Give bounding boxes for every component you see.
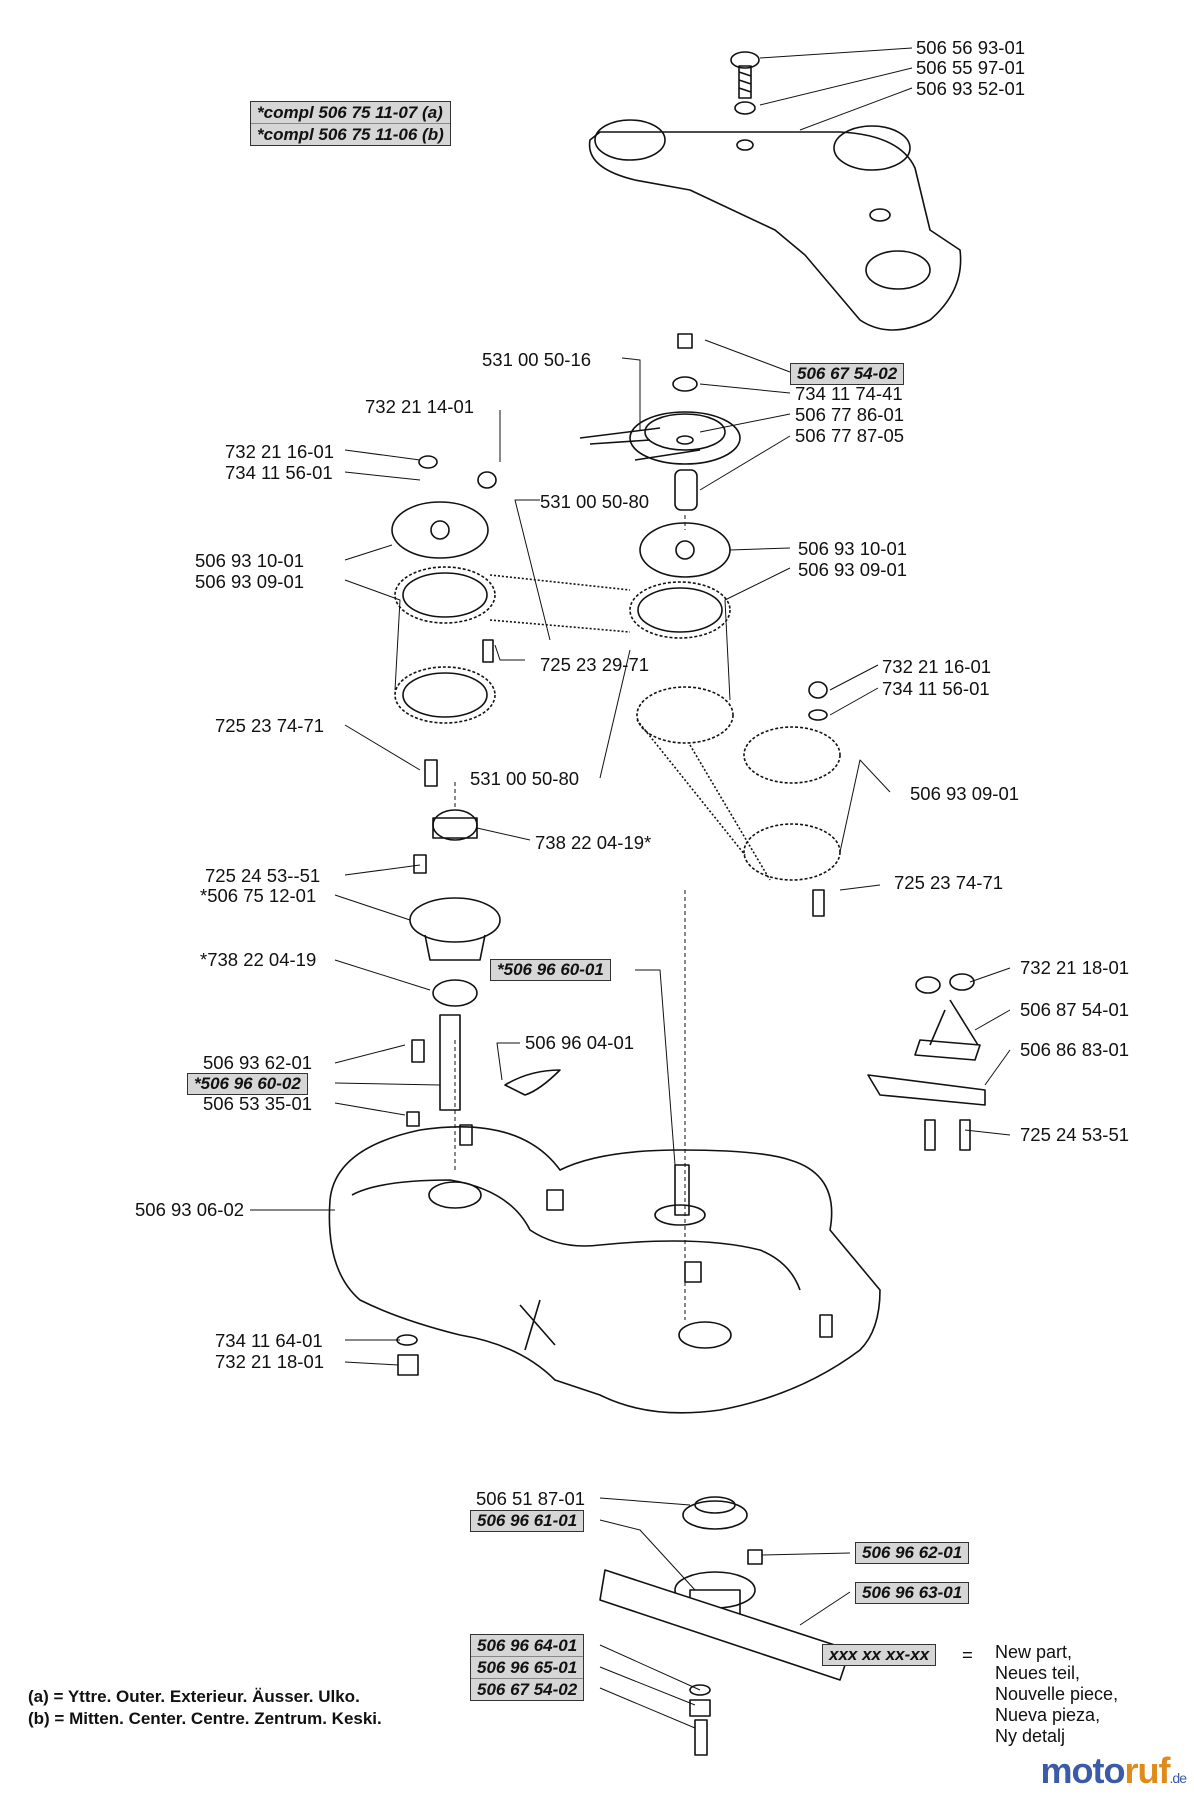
part-label-531005080-upper: 531 00 50-80 [540, 491, 650, 512]
part-label-506778601: 506 77 86-01 [795, 404, 905, 425]
part-label-506569301: 506 56 93-01 [916, 37, 1026, 58]
part-label-506935201: 506 93 52-01 [916, 78, 1026, 99]
legend-line-fr: Nouvelle piece, [995, 1684, 1119, 1704]
new-part-label-506966002: *506 96 60-02 [187, 1073, 308, 1095]
new-part-label-506675402: 506 67 54-02 [790, 363, 905, 385]
legend-line-es: Nueva pieza, [995, 1705, 1101, 1725]
part-label-506518701: 506 51 87-01 [476, 1488, 586, 1509]
logo-part1: moto [1040, 1750, 1126, 1791]
legend-equals: = [962, 1644, 973, 1665]
part-label-531005080-lower: 531 00 50-80 [470, 768, 580, 789]
part-label-506931001-left: 506 93 10-01 [195, 550, 305, 571]
cutter-housing [328, 1124, 881, 1414]
part-label-734115601-left: 734 11 56-01 [225, 462, 333, 483]
right-sprocket-triangle [636, 681, 841, 917]
part-label-738220419: *738 22 04-19 [200, 949, 317, 970]
legend-new-part-text: New part, Neues teil, Nouvelle piece, Nu… [995, 1642, 1118, 1747]
part-label-506930901-triangle: 506 93 09-01 [910, 783, 1020, 804]
part-label-725232971: 725 23 29-71 [540, 654, 650, 675]
compl-label-b: *compl 506 75 11-06 (b) [257, 125, 444, 144]
note-a-outer: (a) = Yttre. Outer. Exterieur. Äusser. U… [28, 1687, 360, 1706]
part-label-506533501: 506 53 35-01 [203, 1093, 313, 1114]
spindle-assembly [406, 809, 561, 1127]
logo-suffix: .de [1169, 1770, 1187, 1786]
new-part-stack-bottom: 506 96 64-01 506 96 65-01 506 67 54-02 [470, 1634, 585, 1701]
part-label-531005016: 531 00 50-16 [482, 349, 592, 370]
idler-pulley-group [579, 333, 741, 511]
new-part-label-506675402-bottom: 506 67 54-02 [477, 1680, 578, 1699]
part-label-506930901-left: 506 93 09-01 [195, 571, 305, 592]
legend-new-part-swatch: xxx xx xx-xx [822, 1644, 937, 1666]
new-part-label-506966501: 506 96 65-01 [471, 1657, 584, 1679]
part-label-732211601-left: 732 21 16-01 [225, 441, 335, 462]
support-bracket [588, 119, 962, 331]
part-label-725237471-left: 725 23 74-71 [215, 715, 325, 736]
legend-line-de: Neues teil, [995, 1663, 1081, 1683]
motoruf-logo: motoruf.de [1040, 1750, 1187, 1792]
part-label-725245351-left: 725 24 53--51 [205, 865, 321, 886]
part-label-506868301: 506 86 83-01 [1020, 1039, 1130, 1060]
part-label-506931001-right: 506 93 10-01 [798, 538, 908, 559]
part-label-725245351-right: 725 24 53-51 [1020, 1124, 1130, 1145]
new-part-label-506966101: 506 96 61-01 [470, 1510, 585, 1532]
part-label-738220419-star: 738 22 04-19* [535, 832, 652, 853]
part-label-506930901-right: 506 93 09-01 [798, 559, 908, 580]
part-label-732211801-left: 732 21 18-01 [215, 1351, 325, 1372]
legend-line-en: New part, [995, 1642, 1073, 1662]
part-label-506960401: 506 96 04-01 [525, 1032, 635, 1053]
part-label-506751201: *506 75 12-01 [200, 885, 317, 906]
right-bracket-parts [867, 973, 986, 1151]
right-sprocket-upper [489, 522, 731, 639]
top-screw [730, 51, 760, 115]
left-sprocket-stack [391, 455, 497, 787]
leader-lines [250, 47, 1011, 1729]
new-part-label-506966301: 506 96 63-01 [855, 1582, 970, 1604]
part-label-732211801-right: 732 21 18-01 [1020, 957, 1130, 978]
part-label-734116401: 734 11 64-01 [215, 1330, 323, 1351]
compl-label-a: *compl 506 75 11-07 (a) [251, 102, 450, 124]
part-label-506875401: 506 87 54-01 [1020, 999, 1130, 1020]
bottom-hardware [396, 1334, 851, 1756]
logo-part2: ruf [1124, 1750, 1171, 1791]
compl-box: *compl 506 75 11-07 (a) *compl 506 75 11… [250, 101, 451, 146]
part-label-506936201: 506 93 62-01 [203, 1052, 313, 1073]
part-label-506559701: 506 55 97-01 [916, 57, 1026, 78]
part-label-734117441: 734 11 74-41 [795, 383, 903, 404]
part-label-506930602: 506 93 06-02 [135, 1199, 245, 1220]
part-label-506778705: 506 77 87-05 [795, 425, 905, 446]
part-label-725237471-right: 725 23 74-71 [894, 872, 1004, 893]
part-label-732211601-right: 732 21 16-01 [882, 656, 992, 677]
new-part-label-506966201: 506 96 62-01 [855, 1542, 970, 1564]
new-part-label-506966401: 506 96 64-01 [471, 1635, 584, 1657]
note-b-center: (b) = Mitten. Center. Centre. Zentrum. K… [28, 1709, 382, 1728]
new-part-label-506966001: *506 96 60-01 [490, 959, 611, 981]
legend-line-sv: Ny detalj [995, 1726, 1066, 1746]
part-label-732211401: 732 21 14-01 [365, 396, 475, 417]
part-label-734115601-right: 734 11 56-01 [882, 678, 990, 699]
